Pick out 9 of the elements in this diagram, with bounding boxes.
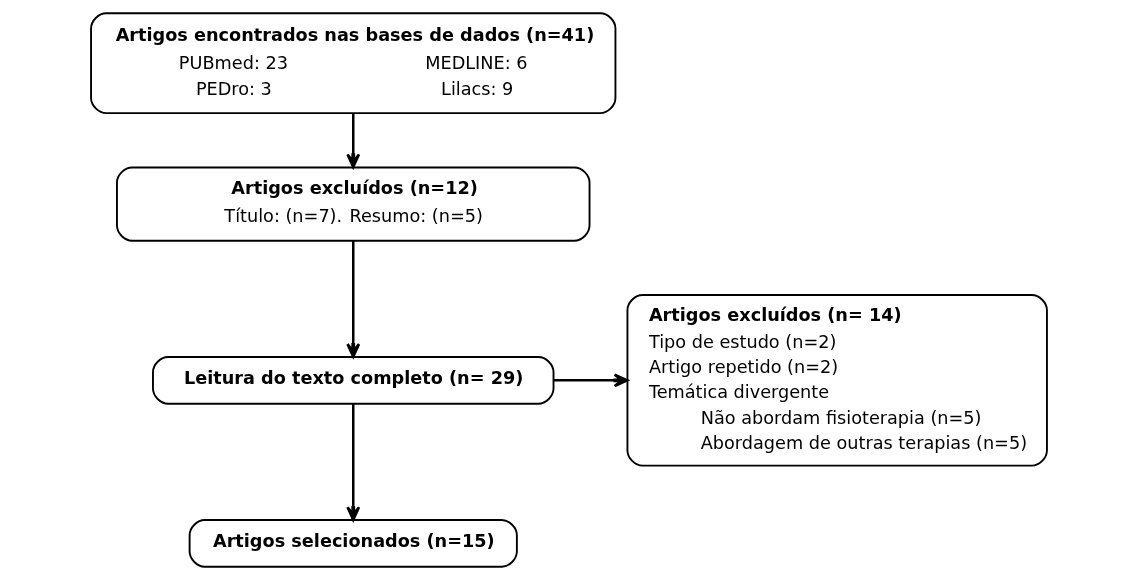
arrow [345,240,360,359]
node-box: Artigos encontrados nas bases de dados (n=41) PUBmed: 23 MEDLINE: 6 PEDro: 3 Lilacs: 9 [89,12,616,115]
arrow [345,403,360,522]
arrow [553,373,629,388]
arrow [345,113,360,169]
node-box: Artigos excluídos (n= 14) Tipo de estudo (n=2) Artigo repetido (n=2) Temática divergente Não abordam fisioterapia (n=5) Abordagem de outras terapias (n=5) [626,294,1048,467]
node-box: Artigos excluídos (n=12) Título: (n=7). Resumo: (n=5) [115,166,590,242]
node-box: Leitura do texto completo (n= 29) [151,356,554,405]
node-box: Artigos selecionados (n=15) [188,519,518,568]
